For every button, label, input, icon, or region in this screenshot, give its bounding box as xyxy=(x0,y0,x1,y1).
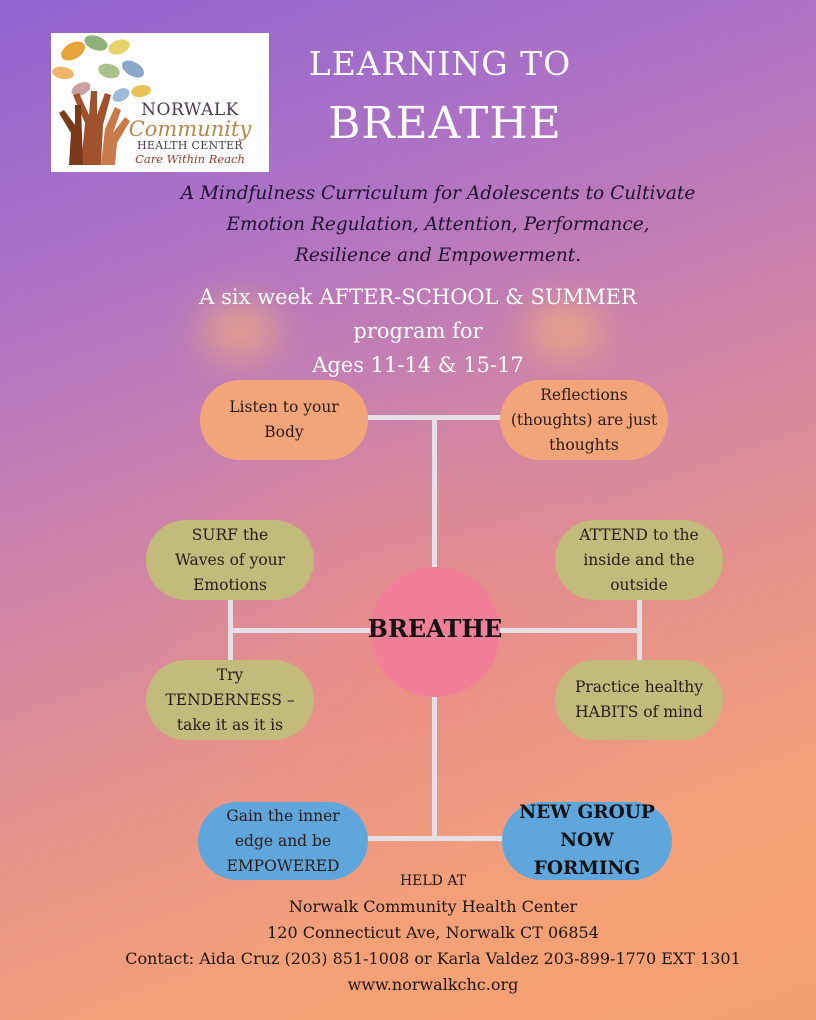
pill-attend-line-1: ATTEND to the xyxy=(579,525,699,544)
footer-held-at: HELD AT xyxy=(399,873,467,889)
connector-left-vertical xyxy=(228,595,233,665)
pill-attend-line-3: outside xyxy=(610,575,668,594)
pill-surf-line-2: Waves of your xyxy=(174,550,286,569)
subtitle-line-2: Emotion Regulation, Attention, Performan… xyxy=(226,214,650,235)
footer-info: HELD AT Norwalk Community Health Center … xyxy=(80,868,786,998)
pill-reflections-line-2: (thoughts) are just xyxy=(510,410,658,429)
pill-new-group-forming: NEW GROUP NOW FORMING xyxy=(502,802,672,880)
pill-habits-line-2: HABITS of mind xyxy=(575,703,703,721)
footer-website-link[interactable]: www.norwalkchc.org xyxy=(347,975,519,994)
pill-empowered-line-1: Gain the inner xyxy=(226,806,340,825)
footer-address: 120 Connecticut Ave, Norwalk CT 06854 xyxy=(267,923,599,942)
pill-empowered-line-2: edge and be xyxy=(234,831,332,850)
subtitle-line-3: Resilience and Empowerment. xyxy=(294,245,582,266)
background-glow-right xyxy=(525,300,605,360)
pill-surf-line-3: Emotions xyxy=(193,575,267,594)
pill-listen-to-body: Listen to your Body xyxy=(200,380,368,460)
pill-new-group-line-2: NOW xyxy=(560,830,614,851)
connector-right-vertical xyxy=(637,595,642,665)
pill-empowered: Gain the inner edge and be EMPOWERED xyxy=(198,802,368,880)
subtitle: A Mindfulness Curriculum for Adolescents… xyxy=(120,178,756,271)
pill-tenderness-line-1: Try xyxy=(216,665,244,684)
pill-new-group-line-1: NEW GROUP xyxy=(519,802,655,823)
program-line-3: Ages 11-14 & 15-17 xyxy=(312,353,524,377)
pill-listen-line-2: Body xyxy=(264,423,304,441)
connector-vertical-lower xyxy=(432,695,437,840)
norwalk-chc-logo: NORWALK Community HEALTH CENTER Care Wit… xyxy=(51,33,269,172)
connector-bottom-horizontal xyxy=(360,836,510,841)
program-line-2: program for xyxy=(353,319,483,343)
footer-contact: Contact: Aida Cruz (203) 851-1008 or Kar… xyxy=(125,949,741,968)
pill-tenderness-line-3: take it as it is xyxy=(176,715,284,734)
program-description: A six week AFTER-SCHOOL & SUMMER program… xyxy=(150,280,686,382)
logo-line-health-center: HEALTH CENTER xyxy=(136,139,244,152)
connector-vertical-upper xyxy=(432,418,437,570)
pill-tenderness-line-2: TENDERNESS – xyxy=(165,690,295,709)
pill-reflections-line-1: Reflections xyxy=(540,385,628,404)
logo-line-community: Community xyxy=(128,117,252,141)
background-glow-left xyxy=(200,300,280,360)
subtitle-line-1: A Mindfulness Curriculum for Adolescents… xyxy=(180,183,696,204)
center-circle xyxy=(370,567,500,697)
pill-surf-waves: SURF the Waves of your Emotions xyxy=(146,520,314,600)
footer-organization: Norwalk Community Health Center xyxy=(288,897,578,916)
pill-attend: ATTEND to the inside and the outside xyxy=(555,520,723,600)
connector-top-horizontal xyxy=(360,415,510,420)
tree-hands-icon xyxy=(52,35,151,165)
pill-surf-line-1: SURF the xyxy=(191,525,269,544)
pill-reflections: Reflections (thoughts) are just thoughts xyxy=(500,380,668,460)
pill-reflections-line-3: thoughts xyxy=(549,435,619,454)
program-line-1: A six week AFTER-SCHOOL & SUMMER xyxy=(199,285,637,309)
pill-empowered-line-3: EMPOWERED xyxy=(226,856,340,875)
title-line-1: LEARNING TO xyxy=(308,44,572,83)
logo-tagline: Care Within Reach xyxy=(135,152,245,166)
pill-habits-line-1: Practice healthy xyxy=(574,678,704,696)
center-label-breathe: BREATHE xyxy=(367,614,503,643)
pill-attend-line-2: inside and the xyxy=(583,550,695,569)
pill-new-group-line-3: FORMING xyxy=(533,858,641,879)
pill-tenderness: Try TENDERNESS – take it as it is xyxy=(146,660,314,740)
pill-healthy-habits: Practice healthy HABITS of mind xyxy=(555,660,723,740)
logo-line-norwalk: NORWALK xyxy=(141,100,239,120)
title-line-2: BREATHE xyxy=(328,98,562,149)
pill-listen-line-1: Listen to your xyxy=(229,398,339,416)
